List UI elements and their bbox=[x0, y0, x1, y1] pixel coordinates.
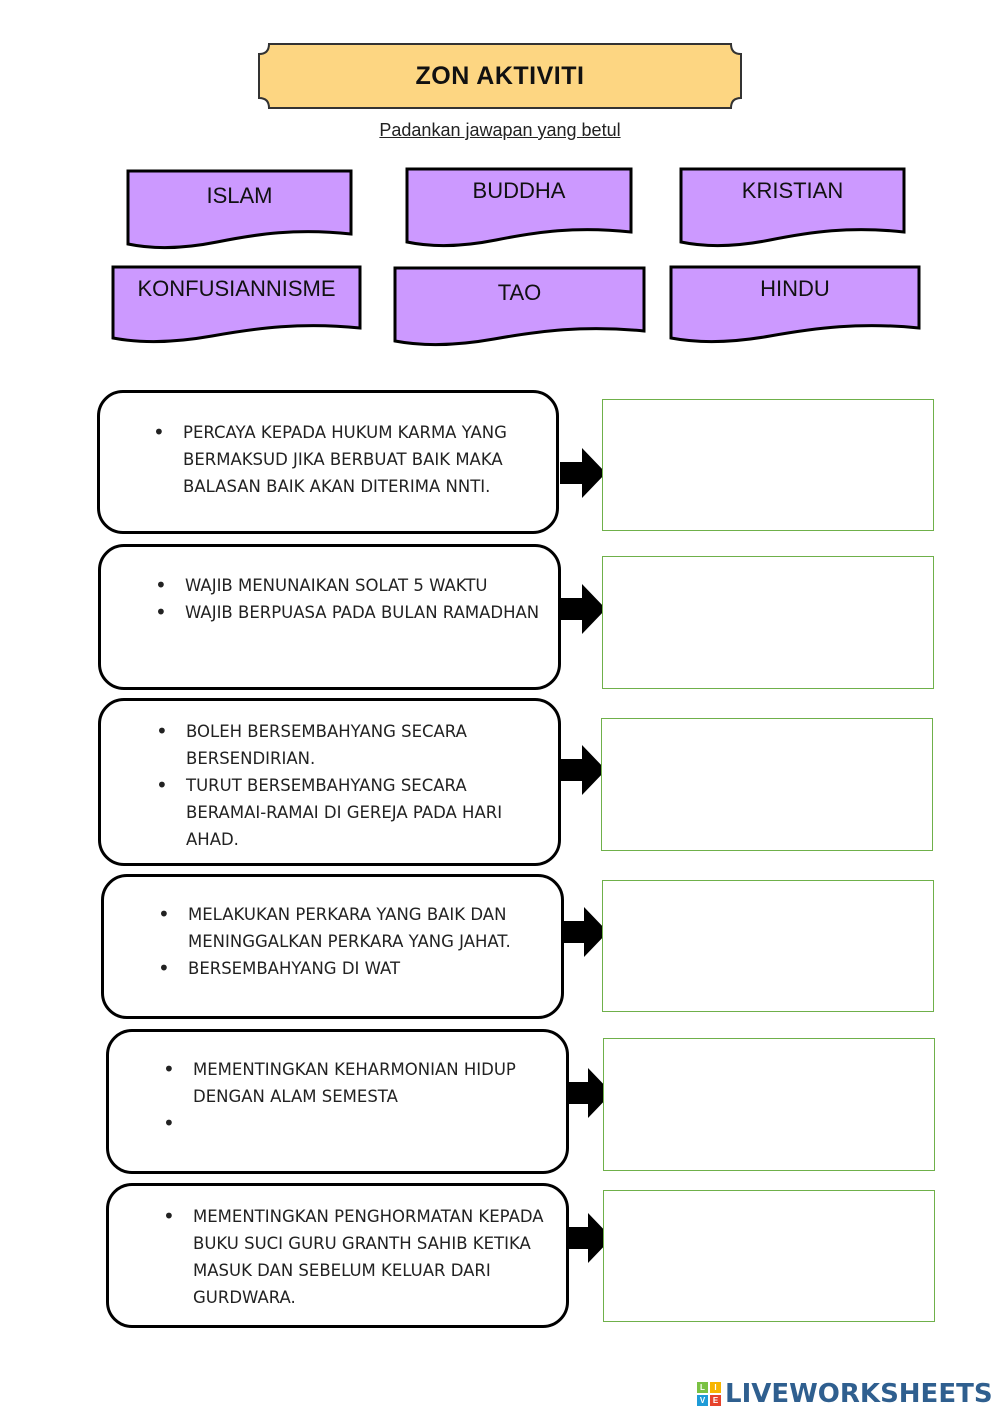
label-text: HINDU bbox=[760, 276, 830, 301]
statement-list: MELAKUKAN PERKARA YANG BAIK DAN MENINGGA… bbox=[104, 901, 561, 982]
label-card-konfusiannisme[interactable]: KONFUSIANNISME bbox=[111, 265, 362, 344]
answer-box-5[interactable] bbox=[603, 1038, 935, 1171]
statement-bullet: PERCAYA KEPADA HUKUM KARMA YANG BERMAKSU… bbox=[153, 419, 556, 500]
statement-box-5: MEMENTINGKAN KEHARMONIAN HIDUP DENGAN AL… bbox=[106, 1029, 569, 1174]
statement-list: BOLEH BERSEMBAHYANG SECARA BERSENDIRIAN.… bbox=[101, 718, 558, 853]
statement-box-1: PERCAYA KEPADA HUKUM KARMA YANG BERMAKSU… bbox=[97, 390, 559, 534]
statement-bullet: BERSEMBAHYANG DI WAT bbox=[158, 955, 561, 982]
statement-list: MEMENTINGKAN PENGHORMATAN KEPADA BUKU SU… bbox=[109, 1203, 566, 1311]
label-card-islam[interactable]: ISLAM bbox=[126, 169, 353, 250]
answer-box-3[interactable] bbox=[601, 718, 933, 851]
label-text: BUDDHA bbox=[472, 178, 566, 203]
arrow-right-icon bbox=[560, 584, 606, 634]
label-text: ISLAM bbox=[206, 183, 273, 208]
label-card-tao[interactable]: TAO bbox=[393, 266, 646, 347]
statement-bullet: WAJIB BERPUASA PADA BULAN RAMADHAN bbox=[155, 599, 558, 626]
page-title: ZON AKTIVITI bbox=[415, 61, 585, 90]
statement-list: PERCAYA KEPADA HUKUM KARMA YANG BERMAKSU… bbox=[100, 419, 556, 500]
answer-box-6[interactable] bbox=[603, 1190, 935, 1322]
statement-bullet: MEMENTINGKAN PENGHORMATAN KEPADA BUKU SU… bbox=[163, 1203, 566, 1311]
answer-box-4[interactable] bbox=[602, 880, 934, 1012]
title-banner: ZON AKTIVITI bbox=[257, 42, 743, 110]
statement-bullet: BOLEH BERSEMBAHYANG SECARA BERSENDIRIAN. bbox=[156, 718, 558, 772]
statement-bullet: TURUT BERSEMBAHYANG SECARA BERAMAI-RAMAI… bbox=[156, 772, 558, 853]
statement-list: MEMENTINGKAN KEHARMONIAN HIDUP DENGAN AL… bbox=[109, 1056, 566, 1137]
label-card-kristian[interactable]: KRISTIAN bbox=[679, 167, 906, 248]
statement-box-3: BOLEH BERSEMBAHYANG SECARA BERSENDIRIAN.… bbox=[98, 698, 561, 866]
label-card-hindu[interactable]: HINDU bbox=[669, 265, 921, 344]
arrow-right-icon bbox=[562, 907, 608, 957]
statement-box-4: MELAKUKAN PERKARA YANG BAIK DAN MENINGGA… bbox=[101, 874, 564, 1019]
arrow-right-icon bbox=[566, 1213, 612, 1263]
brand-name: LIVEWORKSHEETS bbox=[725, 1379, 993, 1409]
logo-mark-icon: L I V E bbox=[697, 1382, 721, 1406]
label-text: KONFUSIANNISME bbox=[137, 276, 336, 301]
instruction-text: Padankan jawapan yang betul bbox=[379, 120, 621, 140]
liveworksheets-logo: L I V E LIVEWORKSHEETS bbox=[697, 1379, 993, 1409]
statement-bullet: MEMENTINGKAN KEHARMONIAN HIDUP DENGAN AL… bbox=[163, 1056, 566, 1110]
answer-box-2[interactable] bbox=[602, 556, 934, 689]
arrow-right-icon bbox=[560, 448, 606, 498]
statement-list: WAJIB MENUNAIKAN SOLAT 5 WAKTU WAJIB BER… bbox=[101, 572, 558, 626]
arrow-right-icon bbox=[566, 1068, 612, 1118]
statement-box-2: WAJIB MENUNAIKAN SOLAT 5 WAKTU WAJIB BER… bbox=[98, 544, 561, 690]
label-text: KRISTIAN bbox=[741, 178, 844, 203]
label-card-buddha[interactable]: BUDDHA bbox=[405, 167, 633, 248]
statement-bullet bbox=[163, 1110, 566, 1137]
statement-bullet: MELAKUKAN PERKARA YANG BAIK DAN MENINGGA… bbox=[158, 901, 561, 955]
label-text: TAO bbox=[497, 280, 542, 305]
statement-bullet: WAJIB MENUNAIKAN SOLAT 5 WAKTU bbox=[155, 572, 558, 599]
statement-box-6: MEMENTINGKAN PENGHORMATAN KEPADA BUKU SU… bbox=[106, 1183, 569, 1328]
answer-box-1[interactable] bbox=[602, 399, 934, 531]
arrow-right-icon bbox=[560, 745, 606, 795]
